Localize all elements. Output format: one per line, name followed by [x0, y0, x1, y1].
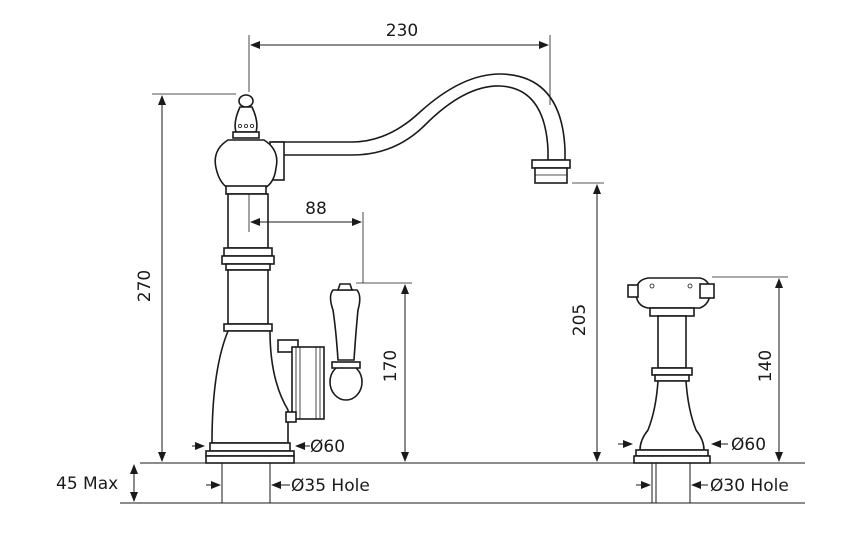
dim-spout-height: 205 [570, 182, 604, 462]
dim-label-spray-base: Ø60 [731, 435, 766, 455]
dim-label-total-height: 270 [135, 270, 155, 302]
dim-deck-thickness: 45 Max [56, 464, 138, 502]
dim-spray-hole: Ø30 Hole [636, 476, 789, 496]
dim-label-deck-thickness: 45 Max [56, 474, 118, 494]
dim-spray-base: Ø60 [618, 435, 766, 455]
dim-mixer-hole: Ø35 Hole [206, 476, 370, 496]
dim-spout-reach: 230 [248, 21, 551, 105]
dim-handle-height: 170 [356, 282, 412, 462]
dim-handle-offset: 88 [248, 194, 364, 283]
dim-label-handle-offset: 88 [305, 199, 327, 219]
dim-label-spout-reach: 230 [386, 21, 418, 41]
dim-label-mixer-hole: Ø35 Hole [291, 476, 370, 496]
dim-label-spout-height: 205 [570, 304, 590, 336]
mixer-tap [205, 73, 571, 464]
dim-label-spray-hole: Ø30 Hole [710, 476, 789, 496]
dim-mixer-base: Ø60 [192, 437, 345, 457]
side-spray [627, 277, 715, 464]
countertop [120, 462, 805, 504]
dim-label-spray-height: 140 [756, 350, 776, 382]
dim-label-mixer-base: Ø60 [310, 437, 345, 457]
dim-label-handle-height: 170 [381, 350, 401, 382]
dim-spray-height: 140 [712, 276, 788, 462]
dim-total-height: 270 [135, 93, 236, 462]
